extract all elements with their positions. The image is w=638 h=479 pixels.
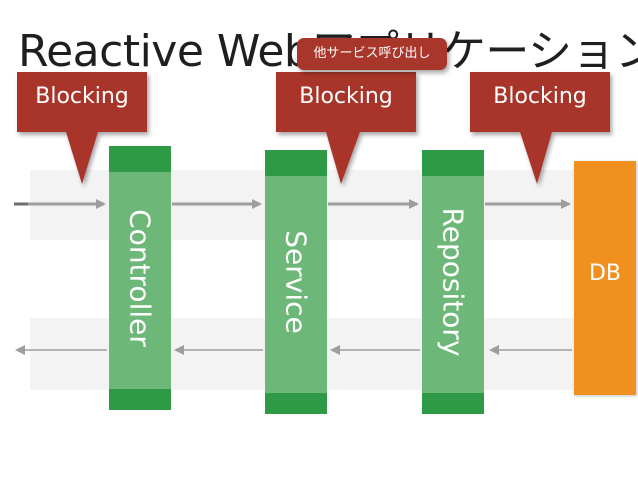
blocking-callout-3-shape: [470, 72, 610, 184]
blocking-callout-2-shape: [276, 72, 416, 184]
db-label: DB: [588, 261, 622, 286]
blocking-callout-3-label: Blocking: [493, 84, 587, 109]
blocking-callout-2-label: Blocking: [299, 84, 393, 109]
blocking-callout-1-shape: [17, 72, 147, 184]
repository-box: Repository: [422, 150, 484, 414]
service-call-callout: 他サービス呼び出し: [297, 38, 447, 70]
controller-box: Controller: [109, 146, 171, 410]
blocking-callout-1-label: Blocking: [35, 84, 129, 109]
service-box: Service: [265, 150, 327, 414]
db-box: DB: [574, 161, 636, 395]
